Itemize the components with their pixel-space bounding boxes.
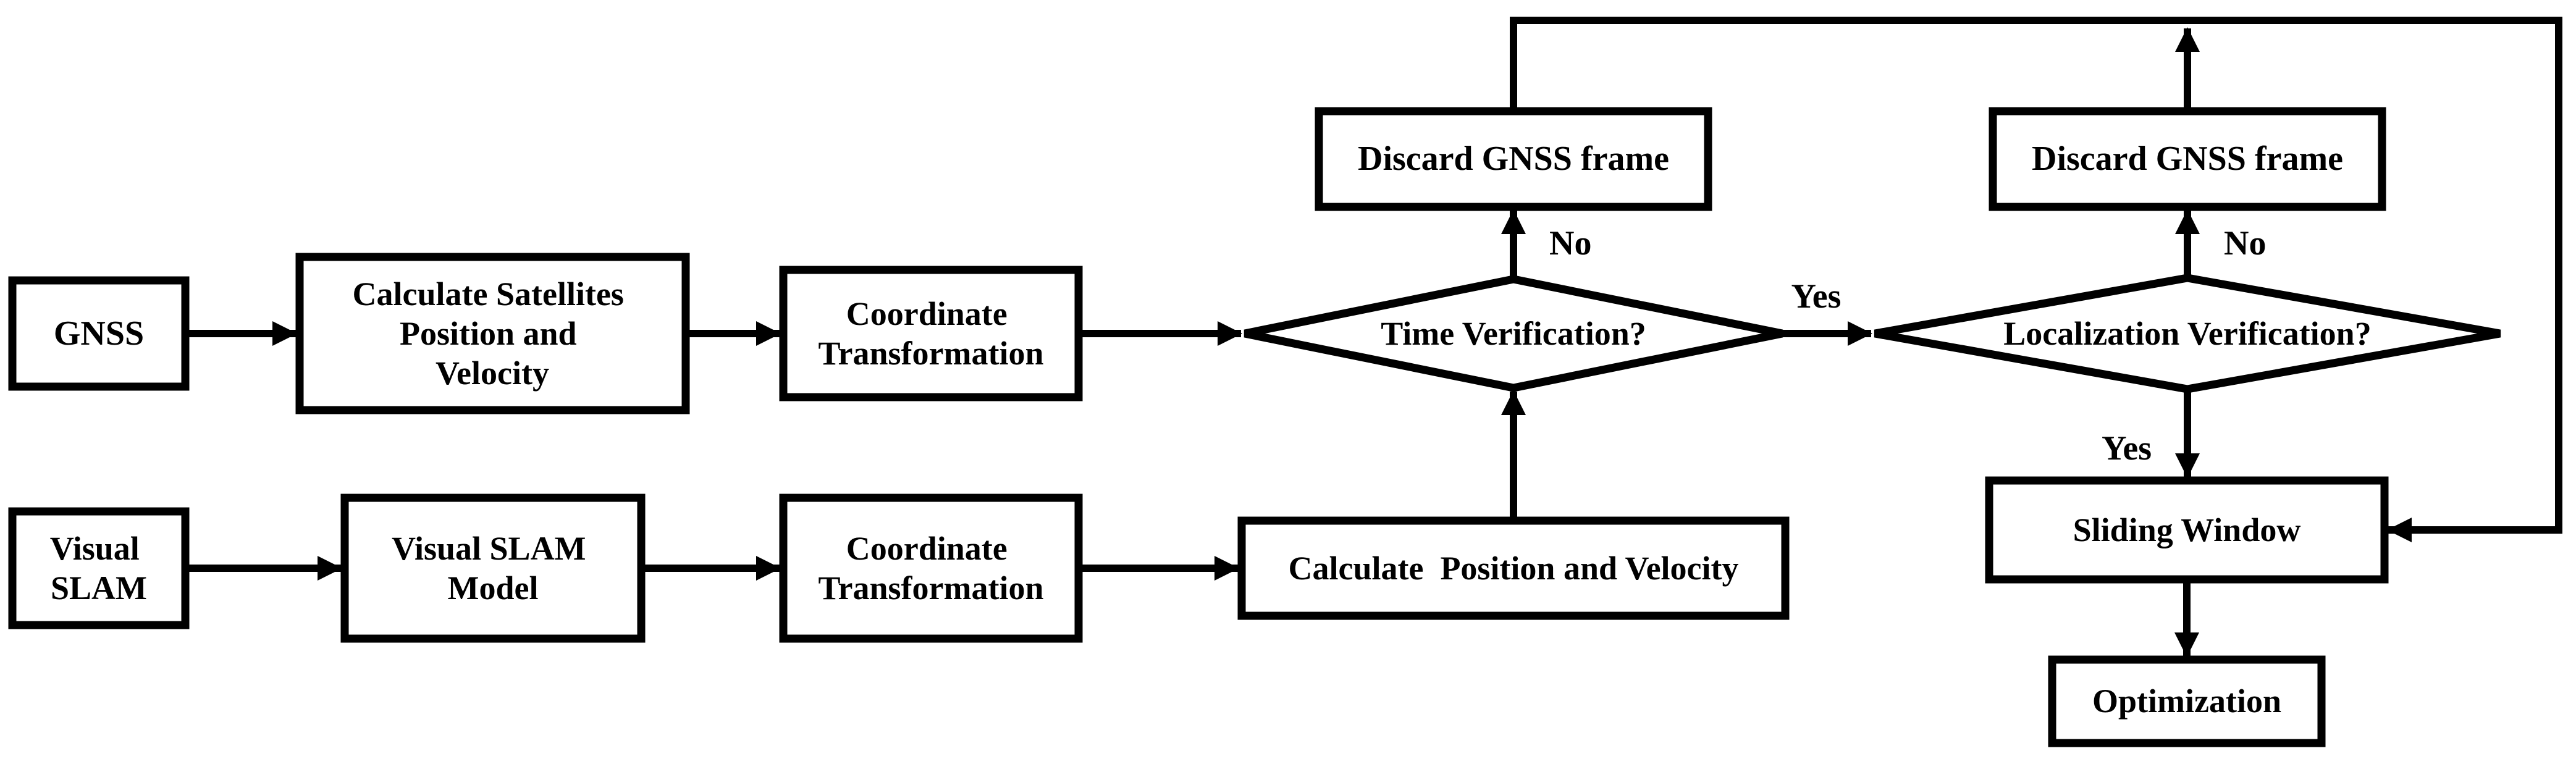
coord-transform-bottom-label: Coordinate Transformation bbox=[819, 530, 1044, 607]
edge-labels: No Yes No Yes bbox=[1549, 224, 2266, 468]
localization-verification-diamond bbox=[1874, 274, 2501, 393]
label-localization-no: No bbox=[2224, 224, 2266, 262]
node-visual-slam: Visual SLAM bbox=[8, 507, 190, 629]
discard-gnss-frame-left-box bbox=[1315, 107, 1712, 211]
discard-gnss-frame-right-box bbox=[1989, 107, 2386, 211]
visual-slam-box bbox=[8, 507, 190, 629]
node-coord-transform-bottom: Coordinate Transformation bbox=[779, 494, 1083, 643]
node-coord-transform-top: Coordinate Transformation bbox=[779, 266, 1083, 401]
visual-slam-model-label: Visual SLAM Model bbox=[392, 530, 594, 607]
edges bbox=[185, 17, 2562, 657]
time-verification-diamond bbox=[1244, 275, 1783, 392]
sliding-window-label: Sliding Window bbox=[2073, 511, 2301, 548]
calc-position-velocity-label: Calculate Position and Velocity bbox=[1288, 550, 1738, 587]
coord-transform-bottom-box bbox=[779, 494, 1083, 643]
label-time-yes: Yes bbox=[1791, 277, 1842, 316]
label-time-no: No bbox=[1549, 224, 1591, 262]
node-visual-slam-model: Visual SLAM Model bbox=[340, 494, 646, 643]
coord-transform-top-box bbox=[779, 266, 1083, 401]
node-localization-verification: Localization Verification? bbox=[1874, 274, 2501, 393]
coord-transform-top-label: Coordinate Transformation bbox=[819, 295, 1044, 372]
optimization-box bbox=[2048, 655, 2326, 747]
node-sliding-window: Sliding Window bbox=[1985, 476, 2389, 584]
gnss-box bbox=[8, 276, 190, 391]
localization-verification-label: Localization Verification? bbox=[2003, 315, 2371, 352]
time-verification-label: Time Verification? bbox=[1381, 315, 1646, 352]
sliding-window-box bbox=[1985, 476, 2389, 584]
discard-gnss-frame-left-label: Discard GNSS frame bbox=[1358, 140, 1669, 178]
node-discard-gnss-frame-left: Discard GNSS frame bbox=[1315, 107, 1712, 211]
discard-gnss-frame-right-label: Discard GNSS frame bbox=[2032, 140, 2343, 178]
node-calc-satellites: Calculate Satellites Position and Veloci… bbox=[295, 253, 690, 414]
node-time-verification: Time Verification? bbox=[1244, 275, 1783, 392]
calc-satellites-box bbox=[295, 253, 690, 414]
visual-slam-label: Visual SLAM bbox=[50, 530, 148, 607]
gnss-label: GNSS bbox=[54, 314, 144, 353]
optimization-label: Optimization bbox=[2092, 682, 2281, 720]
calc-satellites-label: Calculate Satellites Position and Veloci… bbox=[353, 275, 633, 392]
visual-slam-model-box bbox=[340, 494, 646, 643]
node-discard-gnss-frame-right: Discard GNSS frame bbox=[1989, 107, 2386, 211]
calc-position-velocity-box bbox=[1237, 516, 1790, 620]
node-gnss: GNSS bbox=[8, 276, 190, 391]
label-localization-yes: Yes bbox=[2102, 429, 2152, 468]
node-optimization: Optimization bbox=[2048, 655, 2326, 747]
edge-feedback-loop-to-sliding-window bbox=[1510, 17, 2562, 542]
node-calc-position-velocity: Calculate Position and Velocity bbox=[1237, 516, 1790, 620]
